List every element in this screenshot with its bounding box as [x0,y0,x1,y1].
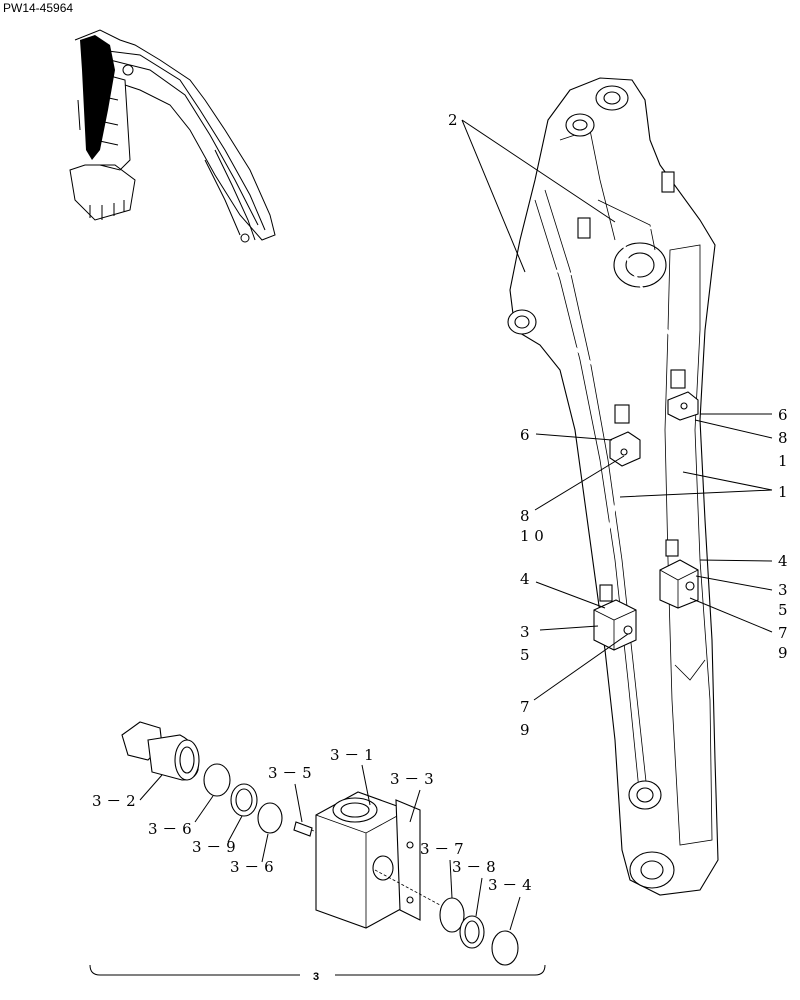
callout-3-left: 3 [520,623,530,641]
pipe-left [599,454,628,602]
callout-1-pipes: 1 [778,483,788,501]
leader-3-3 [409,789,421,823]
fitting-3-2 [121,721,200,781]
callout-1-right: 1 [778,452,788,470]
drawing-reference: PW14-45964 [3,1,73,15]
leader-3-6-lower [261,833,269,863]
swivel-block-3-1 [315,791,409,929]
callout-3-6-upper: 3 － 6 [148,820,192,838]
leader-2 [461,119,616,273]
arm-assembly [507,77,719,896]
hose-left [538,217,630,424]
callout-3-right: 3 [778,581,788,599]
callout-3-9: 3 － 9 [192,838,236,856]
leader-3-6-upper [194,795,214,823]
callout-8-left: 8 [520,507,530,525]
callout-5-left: 5 [520,646,530,664]
callout-7-right: 7 [778,624,788,642]
callout-6-right: 6 [778,406,788,424]
leader-3-2 [139,774,163,801]
pipe-block-lower-right [659,559,699,609]
callout-3-6-lower: 3 － 6 [230,858,274,876]
assembly-axis [374,869,441,906]
o-ring-3-6-lower [257,802,283,834]
callout-3-4: 3 － 4 [488,876,532,894]
leader-35-left [539,625,599,631]
pipe-right [665,419,685,557]
pipe-clamp-upper-left [609,431,641,467]
detail-3-exploded-view [121,721,519,966]
leader-3-7 [449,859,453,899]
callout-8-right: 8 [778,429,788,447]
plate-3-3 [395,799,421,921]
callout-9-right: 9 [778,644,788,662]
callout-6-left: 6 [520,426,530,444]
callout-4-left: 4 [520,570,530,588]
o-ring-3-6-upper [203,763,231,797]
callout-3-1: 3 － 1 [330,746,374,764]
callout-10: 1 0 [520,527,544,545]
callout-3-7: 3 － 7 [420,840,464,858]
callout-9-left: 9 [520,721,530,739]
callout-7-left: 7 [520,698,530,716]
leader-6-left [535,433,613,441]
callout-5-right: 5 [778,601,788,619]
leader-3-1 [361,764,371,806]
leader-35-right [695,575,773,591]
leader-3-4 [509,896,521,931]
pipe-clamp-upper-right [667,391,699,421]
leader-79-right [689,597,773,633]
callout-3-2: 3 － 2 [92,792,136,810]
callout-4-right: 4 [778,552,788,570]
leader-4-right [699,559,773,562]
detail-brace [89,964,546,976]
leader-1 [619,471,773,498]
detail-brace-label: 3 [313,971,319,983]
hose-right [623,171,686,389]
callout-3-5: 3 － 5 [268,764,312,782]
leader-79-left [533,633,629,701]
leader-3-8 [475,877,483,917]
excavator-thumbnail [69,29,276,243]
leader-8-right [694,419,773,439]
leader-3-5 [294,783,303,823]
callout-3-8: 3 － 8 [452,858,496,876]
pipe-block-lower-left [593,599,637,651]
leader-3-9 [227,815,243,843]
leader-8-left [534,455,625,511]
callout-2: 2 [448,111,458,129]
snap-ring-3-4 [491,930,519,966]
leader-4-left [535,581,606,609]
callout-3-3: 3 － 3 [390,770,434,788]
